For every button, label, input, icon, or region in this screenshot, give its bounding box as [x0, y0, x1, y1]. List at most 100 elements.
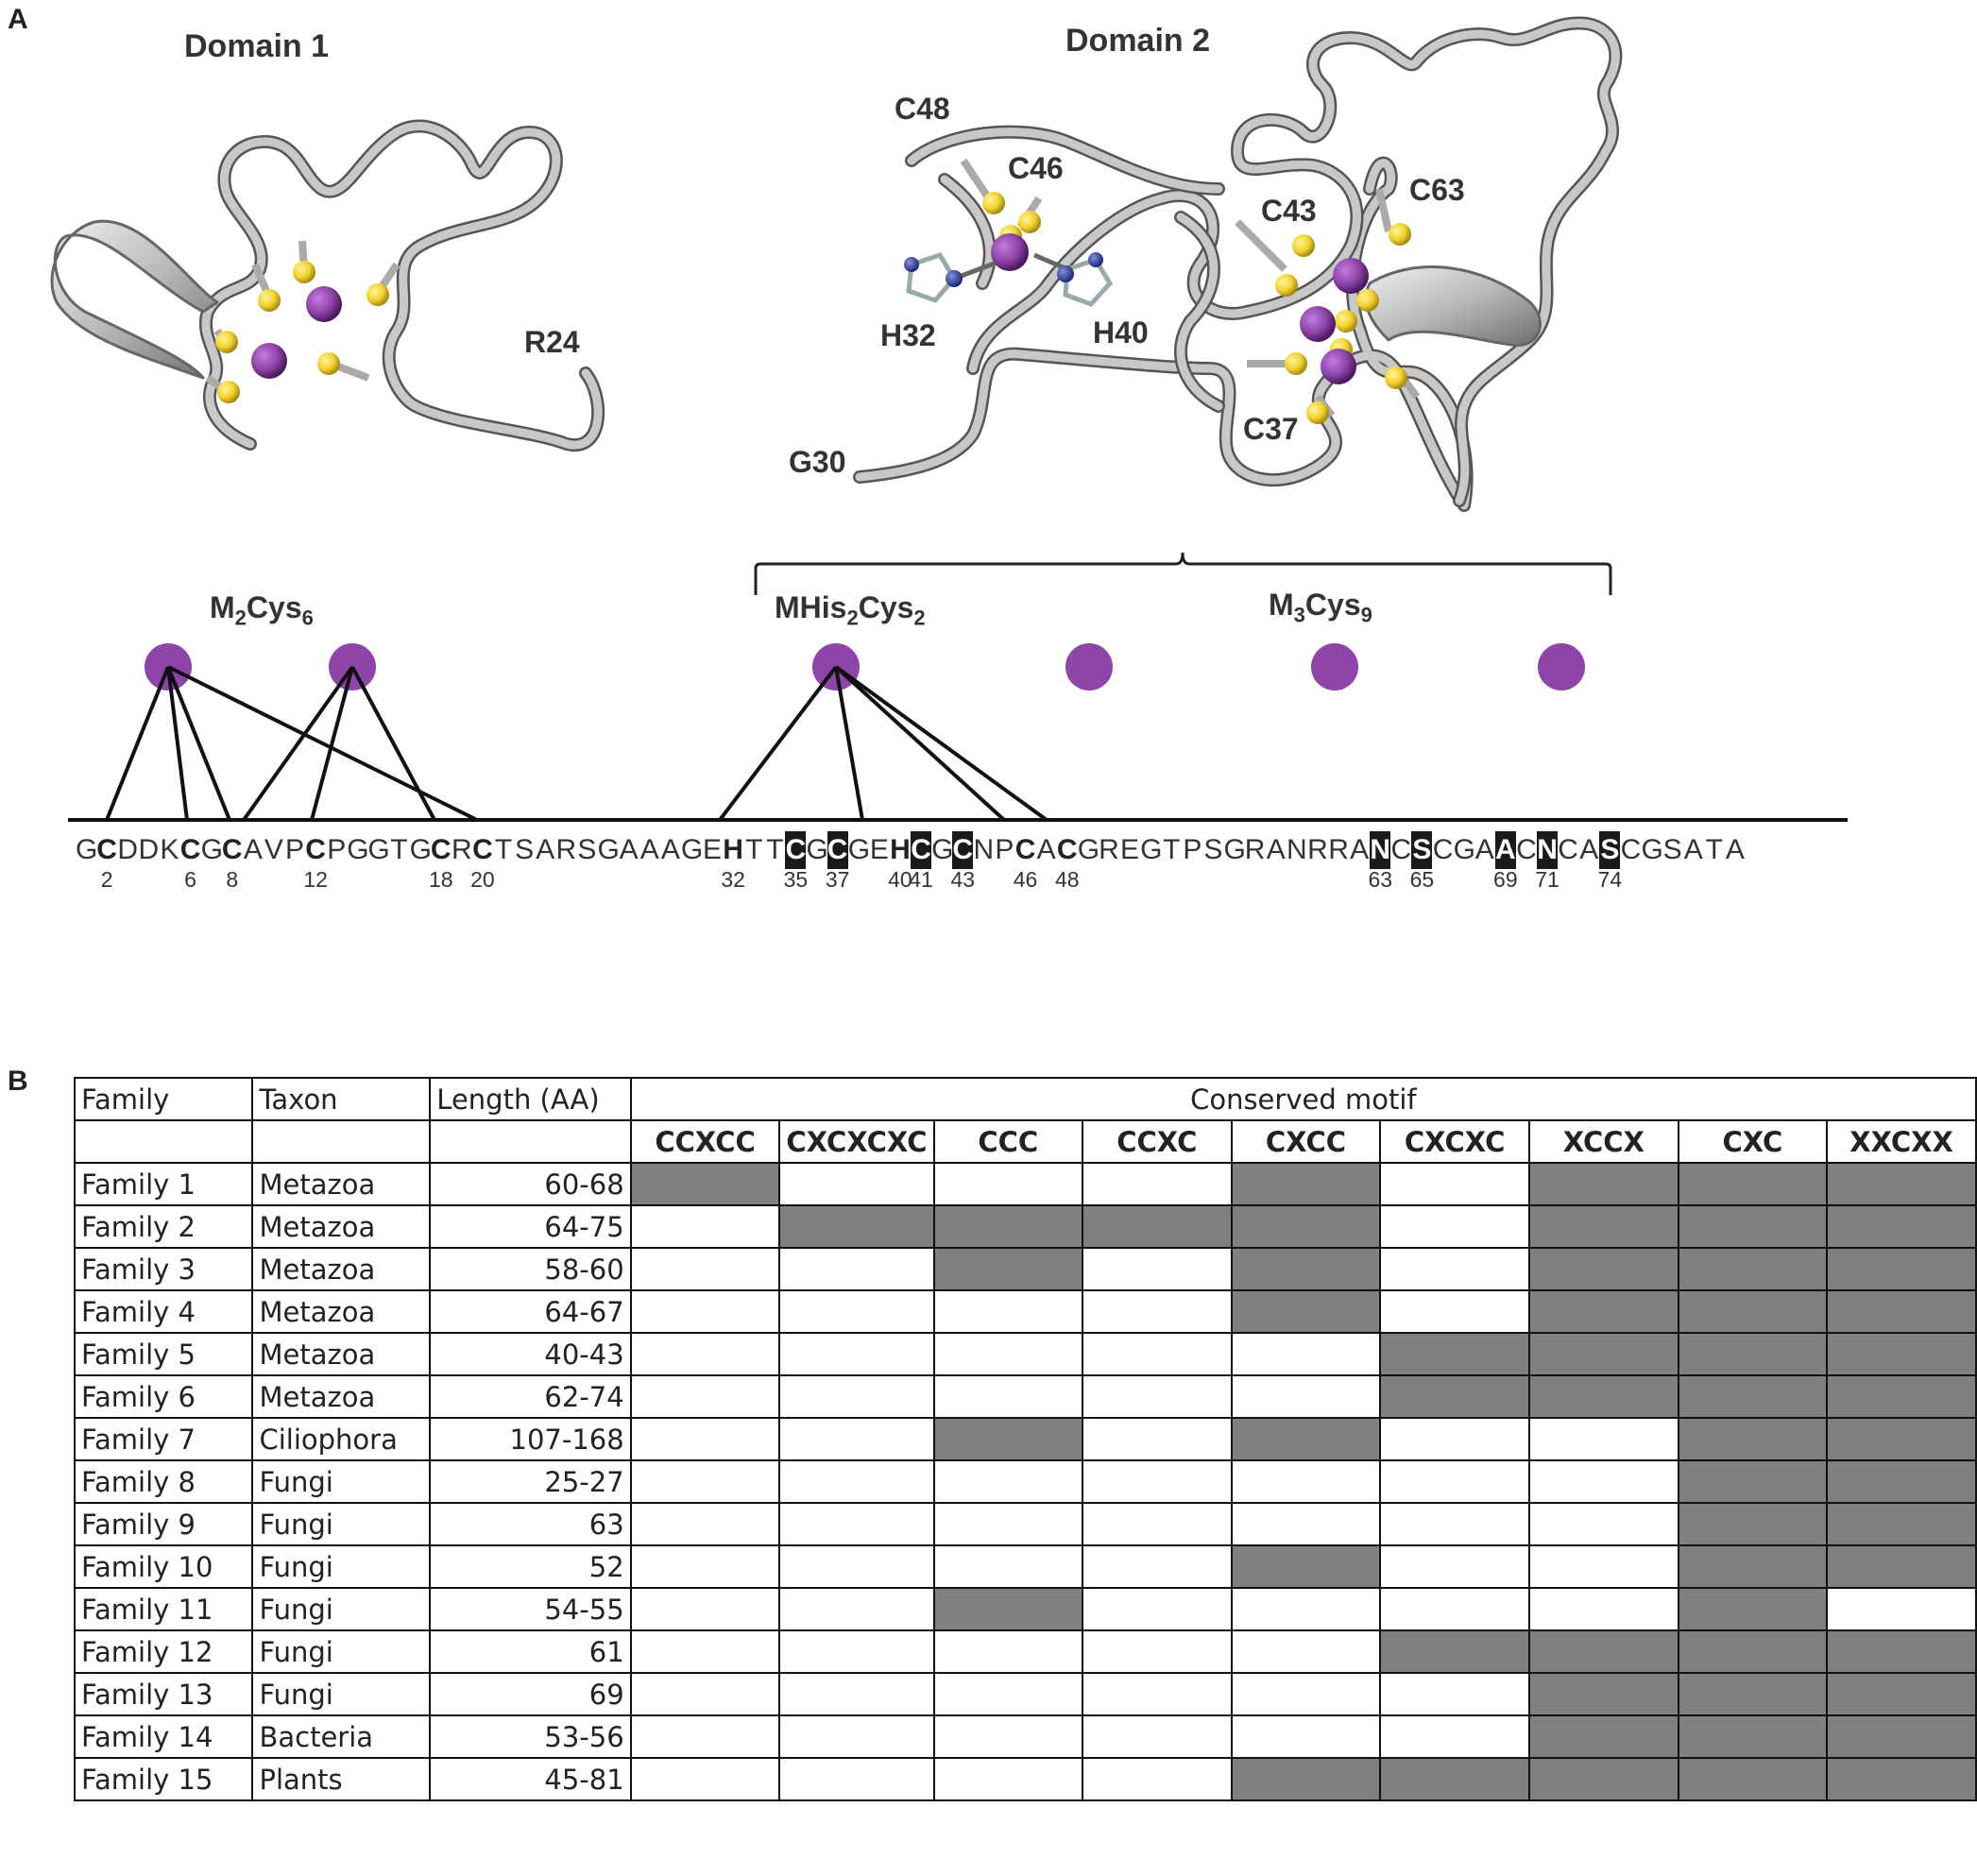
- motif-header: CXC: [1677, 1119, 1829, 1164]
- sequence-residue: C: [430, 834, 452, 865]
- motif-header: CXCXCXC: [778, 1119, 935, 1164]
- sequence-residue: G: [200, 834, 223, 865]
- sequence-residue: C: [1516, 834, 1537, 865]
- motif-present-cell: [1528, 1332, 1679, 1376]
- motif-present-cell: [1677, 1332, 1829, 1376]
- motif-absent-cell: [932, 1544, 1084, 1589]
- motif-absent-cell: [932, 1714, 1084, 1759]
- motif-absent-cell: [1082, 1714, 1233, 1759]
- length-cell: 25-27: [429, 1459, 632, 1504]
- motif-present-cell: [1528, 1204, 1679, 1249]
- sequence-residue: E: [869, 834, 889, 865]
- motif-absent-cell: [1379, 1162, 1531, 1206]
- motif-present-cell: [1528, 1289, 1679, 1334]
- sequence-residue: E: [1120, 834, 1140, 865]
- sequence-residue: G: [347, 834, 369, 865]
- taxon-cell: Plants: [251, 1757, 432, 1801]
- motif-absent-cell: [1230, 1374, 1382, 1419]
- motif-absent-cell: [1379, 1289, 1531, 1334]
- sequence-residue: C: [305, 834, 326, 865]
- motif-absent-cell: [778, 1502, 935, 1546]
- motif-present-cell: [1379, 1757, 1531, 1801]
- sequence-residue: G: [847, 834, 871, 865]
- taxon-cell: Metazoa: [251, 1332, 432, 1376]
- sequence-number: 71: [1535, 867, 1559, 892]
- motif-absent-cell: [1230, 1459, 1382, 1504]
- taxon-cell: Fungi: [251, 1629, 432, 1674]
- sequence-residue: G: [1453, 834, 1475, 865]
- motif-present-cell: [1528, 1162, 1679, 1206]
- family-cell: Family 12: [73, 1629, 254, 1674]
- schematic-bonds: [105, 665, 1048, 822]
- sequence-residue: V: [264, 834, 283, 865]
- length-cell: 63: [429, 1502, 632, 1546]
- motif-present-cell: [932, 1247, 1084, 1291]
- sequence-number: 46: [1013, 867, 1038, 892]
- motif-absent-cell: [1082, 1459, 1233, 1504]
- motif-absent-cell: [778, 1247, 935, 1291]
- sequence-residue: R: [1328, 834, 1349, 865]
- motif-absent-cell: [778, 1459, 935, 1504]
- motif-absent-cell: [778, 1587, 935, 1631]
- taxon-cell: Bacteria: [251, 1714, 432, 1759]
- motif-absent-cell: [1230, 1672, 1382, 1716]
- length-cell: 53-56: [429, 1714, 632, 1759]
- sequence-number: 74: [1597, 867, 1623, 892]
- sequence-residue: G: [367, 834, 390, 865]
- sequence-residue: D: [117, 834, 139, 865]
- header-taxon: Taxon: [251, 1077, 432, 1121]
- motif-absent-cell: [1230, 1714, 1382, 1759]
- motif-absent-cell: [932, 1162, 1084, 1206]
- motif-header: CCXC: [1082, 1119, 1233, 1164]
- motif-present-cell: [1677, 1204, 1829, 1249]
- sequence-residue: G: [1641, 834, 1663, 865]
- motif-present-cell: [629, 1162, 781, 1206]
- residue-label-r24: R24: [524, 325, 580, 359]
- motif-absent-cell: [778, 1417, 935, 1461]
- motif-absent-cell: [629, 1502, 781, 1546]
- motif-header: CCXCC: [629, 1119, 781, 1164]
- sequence-residue: G: [76, 834, 98, 865]
- motif-present-cell: [1826, 1459, 1977, 1504]
- sequence-residue: A: [1579, 834, 1599, 865]
- sequence-residue: T: [1705, 834, 1723, 865]
- motif-present-cell: [932, 1417, 1084, 1461]
- motif-present-cell: [1379, 1629, 1531, 1674]
- motif-absent-cell: [778, 1757, 935, 1801]
- motif-present-cell: [932, 1587, 1084, 1631]
- family-cell: Family 8: [73, 1459, 254, 1504]
- blank-cell: [73, 1119, 254, 1164]
- motif-absent-cell: [778, 1162, 935, 1206]
- motif-absent-cell: [1082, 1757, 1233, 1801]
- sequence-residue: N: [973, 834, 995, 865]
- sequence-number: 2: [100, 867, 113, 892]
- residue-label-c48: C48: [895, 92, 950, 126]
- motif-absent-cell: [629, 1714, 781, 1759]
- sequence-residue: G: [597, 834, 620, 865]
- domain2-backbone: [853, 16, 1623, 512]
- motif-present-cell: [1826, 1247, 1977, 1291]
- motif-absent-cell: [629, 1629, 781, 1674]
- sequence-residue: A: [1266, 834, 1286, 865]
- taxon-cell: Metazoa: [251, 1247, 432, 1291]
- motif-absent-cell: [778, 1544, 935, 1589]
- motif-absent-cell: [629, 1204, 781, 1249]
- sequence-residue: D: [138, 834, 160, 865]
- family-cell: Family 2: [73, 1204, 254, 1249]
- taxon-cell: Metazoa: [251, 1162, 432, 1206]
- motif-absent-cell: [629, 1417, 781, 1461]
- sequence-residue: K: [160, 834, 179, 865]
- motif-present-cell: [1230, 1544, 1382, 1589]
- motif-absent-cell: [932, 1629, 1084, 1674]
- motif-present-cell: [1082, 1204, 1233, 1249]
- motif-header: CXCXC: [1379, 1119, 1531, 1164]
- motif-present-cell: [1677, 1714, 1829, 1759]
- motif-absent-cell: [932, 1757, 1084, 1801]
- motif-absent-cell: [1528, 1587, 1679, 1631]
